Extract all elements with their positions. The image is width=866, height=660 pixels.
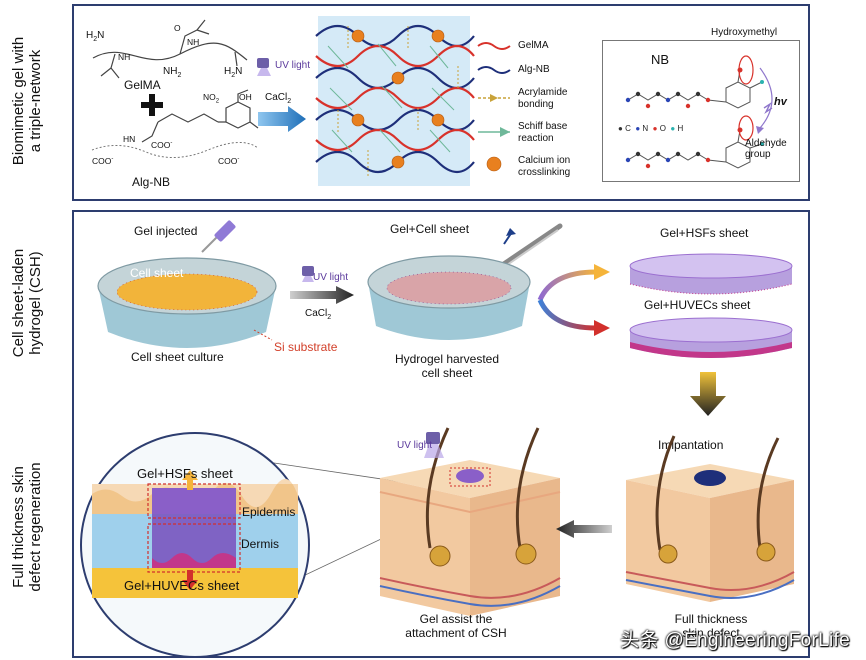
uv-lamp-icon-c — [424, 432, 444, 458]
zoom-layers — [92, 470, 298, 598]
gel-injected-label: Gel injected — [134, 224, 198, 238]
atom-key: ● C ● N ● O ● H — [618, 124, 684, 133]
split-arrows — [537, 264, 610, 336]
process-arrow-b — [290, 286, 354, 304]
gel-huvecs-label-c: Gel+HUVECs sheet — [124, 578, 240, 593]
gel-assist-label: Gel assist the attachment of CSH — [405, 612, 507, 640]
hn-label: HN — [123, 134, 136, 144]
culture-dish-1 — [97, 257, 277, 348]
gel-huvecs-label-b: Gel+HUVECs sheet — [644, 298, 751, 312]
syringe-icon — [201, 220, 236, 253]
gelma-structure — [92, 19, 248, 79]
cell-sheet-culture-label: Cell sheet culture — [131, 350, 224, 364]
uv-light-label-a: UV light — [275, 60, 311, 71]
nh2-label-1: NH2 — [163, 66, 182, 79]
hydroxymethyl-label: Hydroxymethyl — [711, 27, 778, 38]
o-label-1: O — [174, 23, 181, 33]
gel-cell-sheet-label: Gel+Cell sheet — [390, 222, 470, 236]
algnb-structure — [91, 89, 259, 159]
coo-label-2: COO- — [151, 140, 173, 150]
uv-light-label-b: UV light — [313, 272, 349, 283]
legend-acrylamide-swatch — [478, 94, 510, 102]
oh-label: OH — [239, 92, 252, 102]
gel-hsfs-label-c: Gel+HSFs sheet — [137, 466, 233, 481]
aldehyde-group-label: Aldehyde group — [745, 138, 787, 160]
nh-label-2: NH — [187, 37, 200, 47]
hsfs-sheet-disc — [629, 253, 793, 295]
legend-schiff-text: Schiff base reaction — [518, 121, 568, 144]
implantation-label: Imlpantation — [658, 438, 724, 452]
si-substrate-pointer — [253, 329, 273, 341]
panel-c-side-label: Full thickness skin defect regeneration — [10, 462, 44, 592]
legend-calcium-swatch — [486, 156, 502, 172]
nb-molecule-diagram — [625, 55, 773, 169]
uv-lamp-icon-b — [302, 266, 314, 282]
skin-block-treated — [379, 427, 561, 616]
hv-label: hv — [774, 96, 787, 108]
epidermis-label: Epidermis — [242, 505, 296, 519]
legend-gelma-swatch — [477, 42, 511, 50]
legend-calcium-text: Calcium ion crosslinking — [518, 155, 571, 178]
legend-acrylamide-text: Acrylamide bonding — [518, 87, 568, 110]
h2n-label-2: H2N — [224, 66, 243, 79]
uv-lamp-icon — [257, 58, 271, 76]
process-arrow-a — [258, 106, 306, 132]
left-arrow — [556, 520, 612, 538]
gel-hsfs-label-b: Gel+HSFs sheet — [660, 226, 749, 240]
coo-label-1: COO- — [92, 156, 114, 166]
culture-dish-2 — [367, 255, 531, 340]
full-thickness-label: Full thickness skin defect — [674, 612, 748, 640]
legend-algnb-text: Alg-NB — [518, 64, 550, 75]
cacl2-label-b: CaCl2 — [305, 308, 332, 321]
no2-label: NO2 — [203, 92, 220, 105]
skin-block-defect — [625, 435, 795, 602]
legend-schiff-swatch — [478, 127, 510, 137]
nh-label-1: NH — [118, 52, 131, 62]
h2n-label: H2N — [86, 30, 105, 43]
watermark: 头条 @EngineeringForLife — [620, 630, 850, 651]
huvecs-sheet-disc — [629, 317, 793, 358]
dermis-label: Dermis — [241, 537, 279, 551]
algnb-label: Alg-NB — [132, 175, 171, 189]
si-substrate-label: Si substrate — [274, 340, 338, 354]
gelma-label: GelMA — [124, 78, 161, 92]
legend-algnb-swatch — [477, 66, 511, 74]
cell-sheet-label: Cell sheet — [130, 266, 184, 280]
legend-gelma-text: GelMA — [518, 40, 549, 51]
hydrogel-harvested-label: Hydrogel harvested cell sheet — [394, 352, 500, 380]
triple-network-diagram — [315, 16, 475, 186]
panel-a-side-label: Biomimetic gel with a triple-network — [10, 36, 44, 166]
down-arrow — [690, 372, 726, 416]
plus-icon — [141, 94, 163, 116]
cacl2-label-a: CaCl2 — [265, 92, 292, 105]
nb-title: NB — [651, 52, 670, 67]
coo-label-3: COO- — [218, 156, 240, 166]
panel-b-side-label: Cell sheet-laden hydrogel (CSH) — [10, 248, 44, 358]
uv-light-label-c: UV light — [397, 440, 433, 451]
